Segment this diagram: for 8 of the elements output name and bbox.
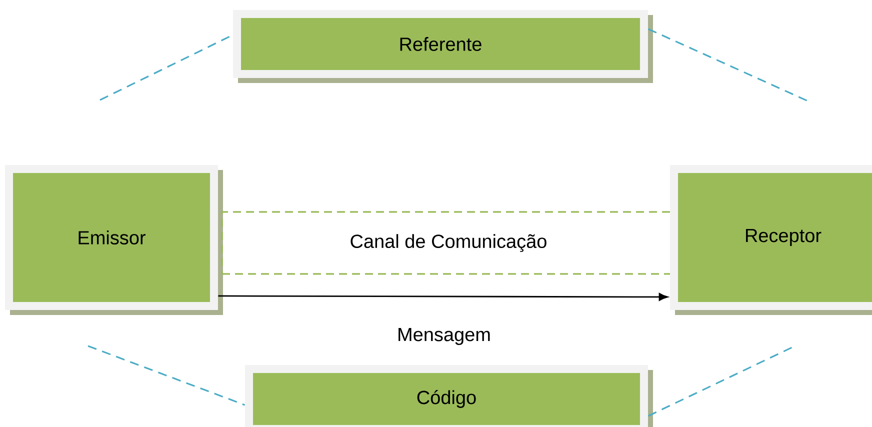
channel-band: Canal de Comunicação: [221, 211, 676, 275]
process-box: Referente: [233, 10, 653, 83]
arrow: [218, 293, 668, 301]
connector-line: [88, 345, 246, 406]
process-box: Emissor: [5, 164, 223, 315]
edge-label: Mensagem: [396, 326, 492, 346]
process-box: Receptor: [670, 164, 872, 315]
process-box: Código: [245, 364, 653, 427]
